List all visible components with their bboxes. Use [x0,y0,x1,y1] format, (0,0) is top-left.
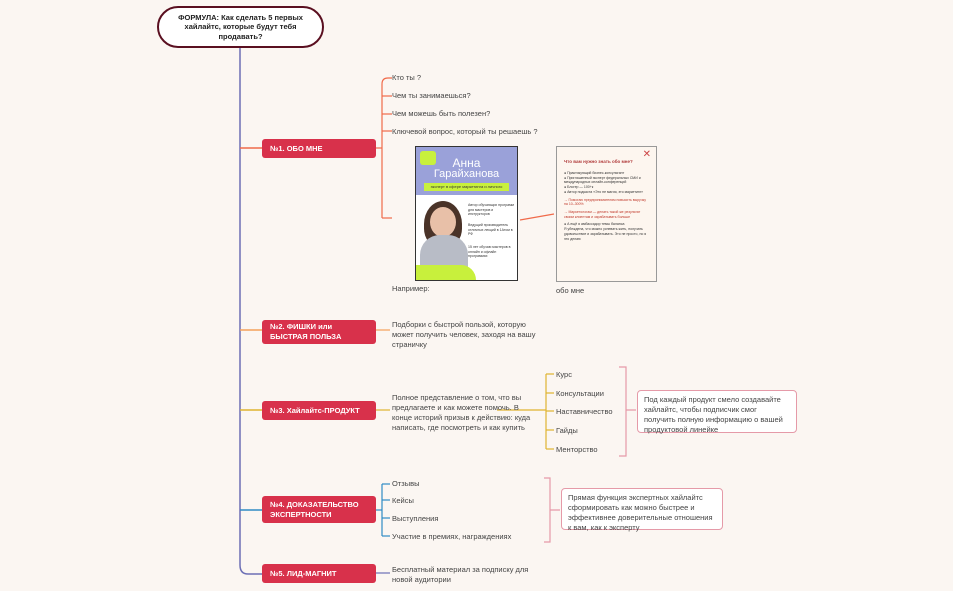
photo-bullet-1: Автор обучающих программ для мастеров и … [468,203,514,217]
lead-magnet-text[interactable]: Бесплатный материал за подписку для ново… [392,565,529,585]
node-label: Хайлайтс-ПРОДУКТ [286,405,360,415]
node-label: ДОКАЗАТЕЛЬСТВО ЭКСПЕРТНОСТИ [270,499,359,519]
doc-line: ● Автор подкаста «Это не магия, это марк… [564,189,644,194]
portrait-face [430,207,456,237]
product-item-course[interactable]: Курс [556,370,572,379]
doc-line: ● Блогер — 100+к [564,185,594,190]
about-item-what[interactable]: Чем ты занимаешься? [392,91,471,100]
about-item-key-question[interactable]: Ключевой вопрос, который ты решаешь ? [392,127,538,136]
node-number: №5. [270,568,285,578]
proof-note[interactable]: Прямая функция экспертных хайлайтс сформ… [561,488,723,532]
photo-bullet-2: Ведущий производитель отличных лекций в … [468,223,513,237]
example-doc-card[interactable]: ✕ Что вам нужно знать обо мне? ● Практик… [556,146,657,282]
doc-body: ● Практикующий бизнес-консультант ● Приг… [564,171,650,241]
doc-line: ● А ещё я амбассадор темы баланса [564,222,625,227]
quick-value-text[interactable]: Подборки с быстрой пользой, которую може… [392,320,536,350]
node-label: ФИШКИ или БЫСТРАЯ ПОЛЬЗА [270,322,342,341]
node-number: №3. [270,405,285,415]
doc-line: → Помогаю предпринимателям повысить выру… [564,197,646,207]
product-item-guides[interactable]: Гайды [556,426,578,435]
product-item-consulting[interactable]: Консультации [556,389,604,398]
node-product[interactable]: №3. Хайлайтс-ПРОДУКТ [262,401,376,420]
doc-line: → Маркетологам — делать такой же результ… [564,210,641,219]
node-label: ОБО МНЕ [286,143,323,153]
product-item-mentoring[interactable]: Наставничество [556,407,613,416]
photo-bullet-3: 15 лет обучаю мастеров в онлайн и офлайн… [468,245,511,259]
photo-accent-shape [416,265,476,280]
doc-line: ● Практикующий бизнес-консультант [564,171,625,175]
root-topic[interactable]: ФОРМУЛА: Как сделать 5 первых хайлайтс, … [157,6,324,48]
proof-item-reviews[interactable]: Отзывы [392,479,420,488]
photo-name-last: Гарайханова [433,168,500,180]
example-label: Например: [392,284,430,293]
node-quick-value[interactable]: №2. ФИШКИ или БЫСТРАЯ ПОЛЬЗА [262,320,376,344]
node-lead-magnet[interactable]: №5. ЛИД-МАГНИТ [262,564,376,583]
example-photo-card[interactable]: Анна Гарайханова эксперт в сфере маркети… [415,146,518,281]
about-item-who[interactable]: Кто ты ? [392,73,422,82]
photo-name-first: Анна [452,156,481,170]
node-about-me[interactable]: №1. ОБО МНЕ [262,139,376,158]
doc-line: ● Приглашенный эксперт федеральных СМИ и… [564,175,641,185]
node-number: №1. [270,143,285,153]
node-expertise-proof[interactable]: №4. ДОКАЗАТЕЛЬСТВО ЭКСПЕРТНОСТИ [262,496,376,523]
product-text[interactable]: Полное представление о том, что вы предл… [392,393,531,433]
node-number: №4. [270,499,285,509]
close-icon: ✕ [642,149,651,160]
product-note[interactable]: Под каждый продукт смело создавайте хайл… [637,390,797,434]
proof-item-cases[interactable]: Кейсы [392,496,414,505]
node-label: ЛИД-МАГНИТ [286,568,337,578]
product-item-mentorship[interactable]: Менторство [556,445,598,454]
logo-icon [420,151,436,165]
doc-caption: обо мне [556,286,585,295]
doc-line: Я убеждена, что можно успевать жить, пол… [564,227,647,241]
doc-title: Что вам нужно знать обо мне? [564,159,633,164]
proof-item-awards[interactable]: Участие в премиях, награждениях [392,532,512,541]
proof-item-talks[interactable]: Выступления [392,514,439,523]
photo-subtitle: эксперт в сфере маркетинга и личного бре… [424,183,509,191]
node-number: №2. [270,322,285,332]
about-item-useful[interactable]: Чем можешь быть полезен? [392,109,491,118]
